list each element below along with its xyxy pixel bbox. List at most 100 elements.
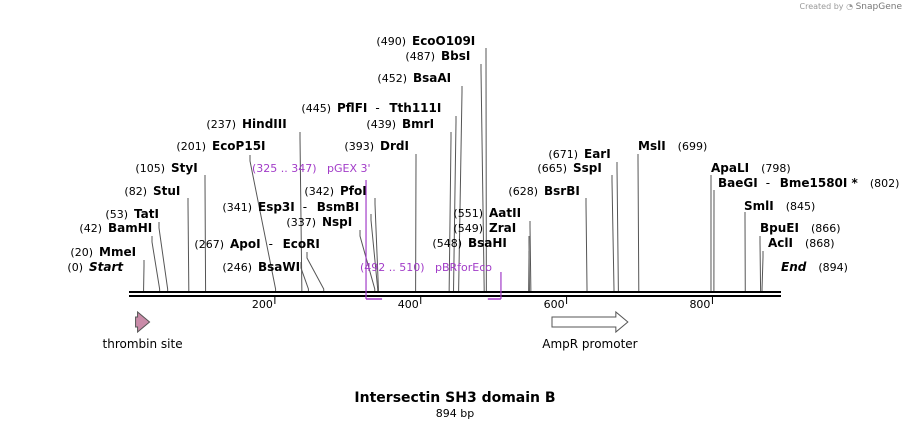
site-pos-end: (894) bbox=[818, 261, 848, 274]
site-pos-tati: (53) bbox=[105, 208, 128, 221]
site-pos-bpuei: (866) bbox=[811, 222, 841, 235]
site-pos-bsawi: (246) bbox=[222, 261, 252, 274]
site-label-pfoi[interactable]: PfoI bbox=[340, 184, 367, 198]
site-label-stui[interactable]: StuI bbox=[153, 184, 180, 198]
site-label-smli[interactable]: SmlI bbox=[744, 199, 774, 213]
site-label-esp3i[interactable]: Esp3I bbox=[258, 200, 295, 214]
snapgene-credit: Created by ◔ SnapGene bbox=[800, 2, 903, 12]
site-pos-bsahi: (548) bbox=[432, 237, 462, 250]
primer-range-pbrforeco: (492 .. 510) bbox=[360, 261, 425, 274]
site-line-eari bbox=[616, 162, 619, 293]
site-label-msli[interactable]: MslI bbox=[638, 139, 666, 153]
credit-brand: SnapGene bbox=[855, 2, 902, 12]
site-line-aatii bbox=[529, 221, 532, 293]
site-label-bbsi[interactable]: BbsI bbox=[441, 49, 470, 63]
site-label-bme1580i: Bme1580I * bbox=[780, 176, 859, 190]
site-label-end[interactable]: End bbox=[781, 260, 807, 274]
primer-range-pgex-3: (325 .. 347) bbox=[252, 162, 317, 175]
feature-arrow-ampr-promoter[interactable] bbox=[551, 310, 629, 334]
site-sep: - bbox=[303, 200, 307, 214]
site-line-bamhi bbox=[151, 236, 161, 293]
site-label-hindiii[interactable]: HindIII bbox=[242, 117, 287, 131]
site-label-bpuei[interactable]: BpuEI bbox=[760, 221, 799, 235]
site-line-styi bbox=[204, 175, 207, 293]
primer-label-pbrforeco[interactable]: pBRforEco bbox=[435, 261, 492, 274]
site-pos-mmei: (20) bbox=[70, 246, 93, 259]
site-line-bpuei bbox=[759, 236, 762, 293]
site-line-bsrbi bbox=[585, 198, 588, 293]
site-pos-ecop15i: (201) bbox=[176, 140, 206, 153]
site-pos-drdi: (393) bbox=[344, 140, 374, 153]
site-label-ecori: EcoRI bbox=[283, 237, 320, 251]
site-label-bsmbi: BsmBI bbox=[317, 200, 359, 214]
site-label-apali[interactable]: ApaLI bbox=[711, 161, 749, 175]
ruler-tick-label: 800 bbox=[689, 298, 710, 311]
site-label-start[interactable]: Start bbox=[89, 260, 124, 274]
site-label-tati[interactable]: TatI bbox=[134, 207, 159, 221]
site-sep: - bbox=[375, 101, 379, 115]
site-pos-aatii: (551) bbox=[453, 207, 483, 220]
site-pos-stui: (82) bbox=[124, 185, 147, 198]
site-pos-start: (0) bbox=[67, 261, 83, 274]
site-pos-sspi: (665) bbox=[537, 162, 567, 175]
site-sep: - bbox=[269, 237, 273, 251]
site-sep: - bbox=[766, 176, 770, 190]
site-label-bsahi[interactable]: BsaHI bbox=[468, 236, 507, 250]
sequence-title: Intersectin SH3 domain B bbox=[354, 390, 556, 406]
feature-label-thrombin-site: thrombin site bbox=[103, 337, 183, 351]
site-pos-nspi: (337) bbox=[286, 216, 316, 229]
site-label-bmri[interactable]: BmrI bbox=[402, 117, 434, 131]
site-pos-ecoo109i: (490) bbox=[376, 35, 406, 48]
site-pos-msli: (699) bbox=[678, 140, 708, 153]
site-label-bsaai[interactable]: BsaAI bbox=[413, 71, 451, 85]
site-pos-esp3i: (341) bbox=[222, 201, 252, 214]
site-label-zrai[interactable]: ZraI bbox=[489, 221, 516, 235]
site-label-tth111i: Tth111I bbox=[389, 101, 441, 115]
site-label-bamhi[interactable]: BamHI bbox=[108, 221, 152, 235]
site-label-ecop15i[interactable]: EcoP15I bbox=[212, 139, 266, 153]
feature-arrow-thrombin-site[interactable] bbox=[135, 310, 151, 334]
site-pos-bbsi: (487) bbox=[405, 50, 435, 63]
site-pos-apali: (798) bbox=[761, 162, 791, 175]
site-label-nspi[interactable]: NspI bbox=[322, 215, 352, 229]
site-label-acli[interactable]: AclI bbox=[768, 236, 793, 250]
site-label-sspi[interactable]: SspI bbox=[573, 161, 602, 175]
backbone-bottom-strand bbox=[129, 295, 781, 297]
site-pos-pflfi: (445) bbox=[301, 102, 331, 115]
site-label-mmei[interactable]: MmeI bbox=[99, 245, 136, 259]
site-label-pflfi[interactable]: PflFI bbox=[337, 101, 367, 115]
site-label-drdi[interactable]: DrdI bbox=[380, 139, 409, 153]
site-pos-hindiii: (237) bbox=[206, 118, 236, 131]
site-pos-bmri: (439) bbox=[366, 118, 396, 131]
site-label-apoi[interactable]: ApoI bbox=[230, 237, 261, 251]
ruler-tick-label: 200 bbox=[252, 298, 273, 311]
site-pos-bamhi: (42) bbox=[79, 222, 102, 235]
site-label-baegi[interactable]: BaeGI bbox=[718, 176, 758, 190]
site-label-aatii[interactable]: AatII bbox=[489, 206, 521, 220]
site-line-acli bbox=[761, 251, 764, 293]
credit-prefix: Created by bbox=[799, 2, 844, 11]
primer-label-pgex-3[interactable]: pGEX 3' bbox=[327, 162, 371, 175]
site-pos-smli: (845) bbox=[786, 200, 816, 213]
site-label-eari[interactable]: EarI bbox=[584, 147, 611, 161]
site-labels: Start (0) MmeI (20) BamHI (42) TatI (53) StuI (82… bbox=[67, 34, 899, 274]
site-label-bsawi[interactable]: BsaWI bbox=[258, 260, 300, 274]
site-pos-baegi: (802) bbox=[870, 177, 900, 190]
site-pos-eari: (671) bbox=[548, 148, 578, 161]
site-pos-bsaai: (452) bbox=[377, 72, 407, 85]
snapgene-logo-icon: ◔ bbox=[846, 2, 854, 11]
sequence-length: 894 bp bbox=[435, 407, 475, 420]
primers: (325 .. 347) pGEX 3' (492 .. 510) pBRforEco bbox=[252, 162, 502, 300]
site-pos-pfoi: (342) bbox=[304, 185, 334, 198]
site-label-styi[interactable]: StyI bbox=[171, 161, 198, 175]
site-pos-acli: (868) bbox=[805, 237, 835, 250]
site-lines bbox=[143, 48, 764, 293]
backbone-top-strand bbox=[129, 291, 781, 293]
site-label-ecoo109i[interactable]: EcoO109I bbox=[412, 34, 475, 48]
site-label-bsrbi[interactable]: BsrBI bbox=[544, 184, 580, 198]
site-line-apoi bbox=[306, 252, 325, 293]
site-line-stui bbox=[187, 198, 190, 293]
ruler-tick-label: 600 bbox=[544, 298, 565, 311]
site-pos-bsrbi: (628) bbox=[508, 185, 538, 198]
